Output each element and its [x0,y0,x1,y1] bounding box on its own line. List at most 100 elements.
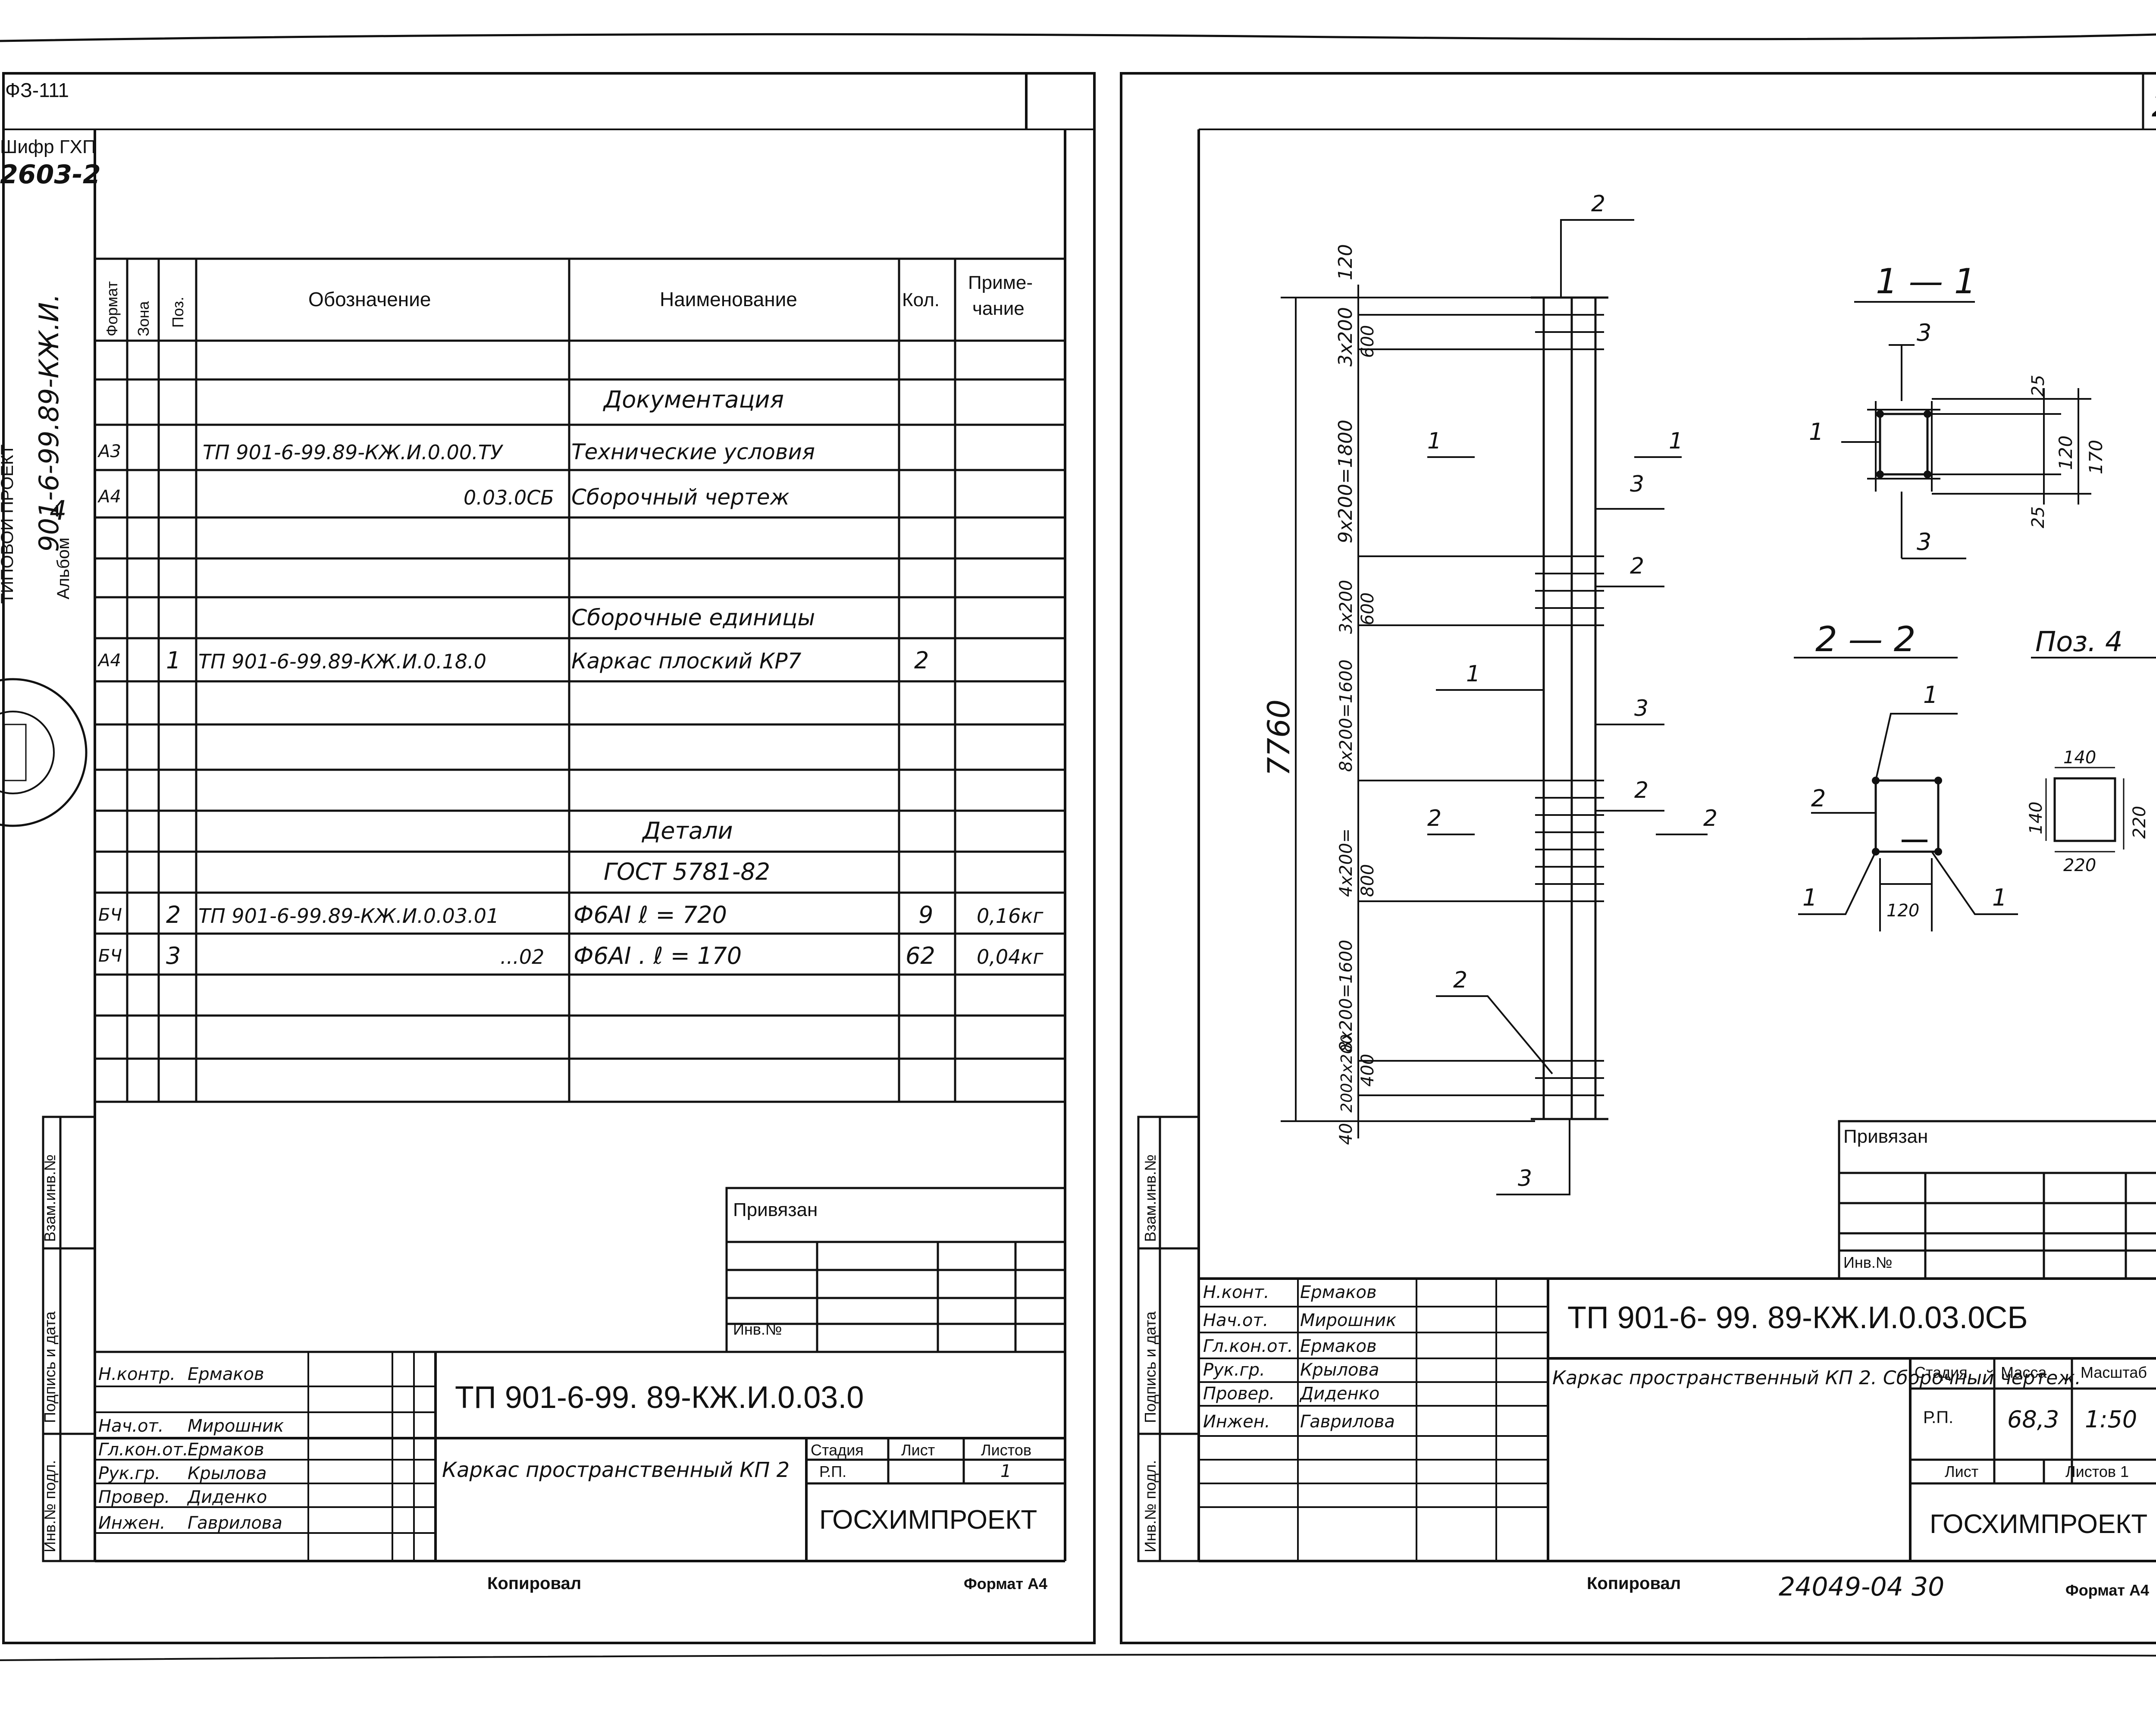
section-2-title: 2 — 2 [1815,619,1916,659]
section-1-label-1: 1 [1809,418,1824,445]
section-1-dim-0: 120 [2055,436,2076,470]
left-signatures: Н.контр. Ермаков Нач.от. Мирошник Гл.кон… [98,1364,284,1533]
header-note-2: чание [972,298,1025,319]
left-designation: ТП 901-6-99. 89-КЖ.И.0.03.0 [455,1380,864,1415]
section-2-annotations: 2 — 2 120 1 2 1 1 [1802,619,2007,921]
right-designation: ТП 901-6- 99. 89-КЖ.И.0.03.0СБ [1567,1301,2028,1335]
section-1-dim-2: 25 [2028,375,2048,397]
section-mark-3: 2 [1703,806,1717,831]
right-copied: Копировал [1587,1574,1681,1593]
right-role-4: Провер. [1203,1384,1275,1404]
left-drawing-name: Каркас пространственный КП 2 [442,1458,790,1482]
row-1-name: Технические условия [571,439,815,464]
section-mark-1: 1 [1669,428,1683,454]
right-role-0: Н.конт. [1203,1282,1269,1302]
left-sheets-value: 1 [1000,1461,1011,1481]
section-2-dim: 120 [1887,901,1919,921]
row-4-pos: 1 [166,647,181,674]
pos-label-4: 3 [1634,696,1648,721]
left-role-4: Провер. [98,1487,170,1507]
dim-3: 9x200=1800 [1335,420,1357,543]
section-1-annotations: 1 — 1 120 170 25 25 3 1 3 [1809,261,2106,555]
right-name-1: Мирошник [1300,1310,1396,1330]
pos4-title: Поз. 4 [2035,626,2123,658]
section-1-title: 1 — 1 [1876,261,1976,301]
left-role-5: Инжен. [98,1513,166,1533]
right-scale-value: 1:50 [2085,1406,2137,1433]
row-4-qty: 2 [914,647,929,674]
row-7-pos: 2 [166,901,181,928]
left-role-2: Гл.кон.от. [98,1440,188,1460]
right-signatures: Н.конт. Ермаков Нач.от. Мирошник Гл.кон.… [1203,1282,1396,1432]
project-code: 901-6-99.89-КЖ.И. [33,294,65,552]
left-org: ГОСХИМПРОЕКТ [819,1505,1037,1535]
right-stamp-inv: Инв.№ подл. [1141,1460,1159,1552]
header-qty: Кол. [902,289,940,310]
left-stage-label: Стадия [811,1441,864,1459]
section-1-label-0: 3 [1917,319,1931,346]
dim-1: 3x200 [1335,307,1357,367]
right-role-3: Рук.гр. [1203,1360,1265,1380]
project-type: ТИПОВОЙ ПРОЕКТ [0,445,17,604]
dim-7: 8x200=1600 [1336,940,1356,1052]
right-drawing-name: Каркас пространственный КП 2. Сборочный … [1552,1367,2081,1389]
left-copied: Копировал [487,1574,581,1593]
dim-6: 8x200=1600 [1336,659,1356,772]
row-8-name: Ф6АI . ℓ = 170 [573,942,742,969]
left-name-5: Гаврилова [188,1513,282,1533]
row-8-qty: 62 [906,942,935,969]
header-zone: Зона [135,301,152,336]
left-attached-label: Привязан [733,1199,818,1220]
left-sheet-label: Лист [901,1441,935,1459]
left-role-1: Нач.от. [98,1416,163,1436]
right-sheet-label: Лист [1945,1463,1978,1480]
left-inv-label: Инв.№ [733,1320,782,1338]
section-2-label-2: 1 [1802,884,1817,911]
row-4-name: Каркас плоский КР7 [571,649,802,674]
cipher-label: Шифр ГХП [0,136,96,157]
section-1-dim-3: 25 [2028,506,2048,528]
section-2-label-3: 1 [1992,884,2007,911]
page-number: 29 [2152,88,2156,124]
section-2-label-0: 1 [1923,681,1938,709]
left-stage-value: Р.П. [819,1463,846,1480]
header-name: Наименование [660,288,797,310]
row-7-note: 0,16кг [977,904,1044,928]
row-2-designation: 0.03.0СБ [464,486,554,509]
pos-label-1: 3 [1630,471,1644,497]
left-role-3: Рук.гр. [98,1464,160,1483]
header-format: Формат [103,281,121,336]
dim-total-length: 7760 [1261,699,1297,776]
pos-label-3: 1 [1466,661,1480,687]
left-role-0: Н.контр. [98,1364,175,1384]
corner-code: ФЗ-111 [5,79,69,101]
row-1-format: А3 [97,442,121,461]
left-name-4: Диденко [187,1487,267,1507]
dim-8: 800 [1358,864,1378,897]
pos-label-0: 2 [1591,191,1605,217]
right-name-2: Ермаков [1300,1336,1377,1356]
right-format: Формат А4 [2065,1581,2149,1599]
section-mark-2: 2 [1427,806,1442,831]
row-7-name: Ф6АI ℓ = 720 [573,901,727,928]
pos4-dim-2: 220 [2130,806,2150,839]
right-inv-label: Инв.№ [1843,1254,1893,1271]
cipher-value: 2603-2 [0,160,101,190]
dim-10: 400 [1358,1054,1378,1087]
left-sheets-label: Листов [981,1441,1031,1459]
dim-11: 2002x200 [1338,1034,1356,1113]
row-8-note: 0,04кг [977,945,1044,969]
elevation-annotations: 7760 120 3x200 600 9x200=1800 3x200 600 … [1261,191,1717,1191]
pos4-dim-3: 220 [2063,856,2096,875]
right-stage-value: Р.П. [1923,1408,1953,1427]
right-scale-label: Масштаб [2081,1364,2147,1381]
right-stamp-replace: Взам.инв.№ [1141,1154,1159,1242]
right-role-5: Инжен. [1203,1412,1270,1432]
row-7-designation: ТП 901-6-99.89-КЖ.И.0.03.01 [198,904,499,928]
dim-0: 120 [1335,244,1357,280]
left-name-1: Мирошник [188,1416,284,1436]
right-name-5: Гаврилова [1300,1412,1395,1432]
section-mark-0: 1 [1427,428,1442,454]
header-designation: Обозначение [308,288,431,310]
pos-label-6: 2 [1453,967,1467,993]
